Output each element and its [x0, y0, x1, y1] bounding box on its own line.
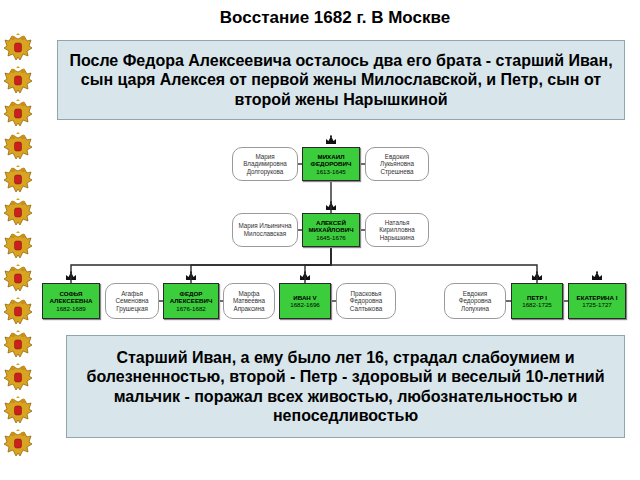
eagle-icon	[4, 165, 32, 192]
eagle-icon	[4, 66, 32, 93]
spouse-box: Евдокия Лукьяновна Стрешнева	[365, 147, 429, 181]
ruler-box: АЛЕКСЕЙ МИХАЙЛОВИЧ1645-1676	[302, 213, 360, 247]
family-line	[331, 247, 537, 283]
ruler-box: ПЕТР I1682-1725	[511, 283, 563, 319]
ruler-box: ИВАН V1682-1696	[279, 283, 331, 319]
eagle-icon	[4, 429, 32, 456]
spouse-box: Наталья Кирилловна Нарышкина	[365, 213, 429, 247]
family-line	[305, 247, 331, 283]
node-label: Прасковья Федоровна Салтыкова	[340, 290, 392, 313]
node-label: После Федора Алексеевича осталось два ег…	[66, 51, 616, 109]
eagle-icon	[4, 198, 32, 225]
node-label: Евдокия Лукьяновна Стрешнева	[369, 153, 425, 176]
eagle-icon	[4, 33, 32, 60]
node-label: Наталья Кирилловна Нарышкина	[369, 219, 425, 242]
node-label: ФЕДОР АЛЕКСЕЕВИЧ	[166, 290, 216, 305]
node-dates: 1613-1645	[316, 168, 346, 175]
node-dates: 1682-1689	[56, 305, 86, 312]
node-label: СОФЬЯ АЛЕКСЕЕВНА	[45, 290, 97, 305]
node-dates: 1682-1696	[290, 301, 320, 308]
family-line	[191, 247, 331, 283]
node-label: Мария Владимировна Долгорукова	[236, 153, 294, 176]
crown-icon	[592, 271, 602, 280]
node-label: ЕКАТЕРИНА I	[577, 294, 618, 301]
family-line	[71, 247, 331, 283]
ruler-box: СОФЬЯ АЛЕКСЕЕВНА1682-1689	[42, 283, 100, 319]
node-label: Марфа Матвеевна Апраксина	[227, 290, 271, 313]
eagle-icon	[4, 396, 32, 423]
ruler-box: ЕКАТЕРИНА I1725-1727	[568, 283, 626, 319]
title: Восстание 1682 г. В Москве	[40, 8, 630, 28]
node-label: Мария Ильинична Милославская	[236, 222, 294, 237]
node-label: ПЕТР I	[527, 294, 547, 301]
node-dates: 1725-1727	[582, 301, 612, 308]
spouse-box: Евдокия Федоровна Лопухина	[444, 283, 506, 319]
node-label: Агафья Семеновна Грушецкая	[109, 290, 155, 313]
eagle-icon	[4, 231, 32, 258]
node-label: ИВАН V	[293, 294, 316, 301]
node-dates: 1682-1725	[522, 301, 552, 308]
node-dates: 1645-1676	[316, 234, 346, 241]
eagle-icon	[4, 99, 32, 126]
spouse-box: Мария Владимировна Долгорукова	[232, 147, 298, 181]
family-line	[330, 181, 331, 213]
eagle-icon	[4, 264, 32, 291]
eagle-icon	[4, 363, 32, 390]
eagle-icon	[4, 132, 32, 159]
ruler-box: МИХАИЛ ФЕДОРОВИЧ1613-1645	[302, 147, 360, 181]
node-dates: 1676-1682	[176, 305, 206, 312]
node-label: МИХАИЛ ФЕДОРОВИЧ	[305, 153, 357, 168]
info-band: После Федора Алексеевича осталось два ег…	[57, 40, 625, 120]
eagle-icon	[4, 330, 32, 357]
node-label: Евдокия Федоровна Лопухина	[448, 290, 502, 313]
info-band: Старший Иван, а ему было лет 16, страдал…	[66, 335, 625, 438]
node-label: АЛЕКСЕЙ МИХАЙЛОВИЧ	[305, 219, 357, 234]
ruler-box: ФЕДОР АЛЕКСЕЕВИЧ1676-1682	[163, 283, 219, 319]
spouse-box: Прасковья Федоровна Салтыкова	[336, 283, 396, 319]
eagle-icon	[4, 297, 32, 324]
crown-icons	[66, 135, 602, 280]
node-label: Старший Иван, а ему было лет 16, страдал…	[75, 348, 616, 425]
crown-icon	[326, 135, 336, 144]
spouse-box: Агафья Семеновна Грушецкая	[105, 283, 159, 319]
spouse-box: Мария Ильинична Милославская	[232, 213, 298, 247]
spouse-box: Марфа Матвеевна Апраксина	[223, 283, 275, 319]
eagle-column	[4, 33, 32, 456]
